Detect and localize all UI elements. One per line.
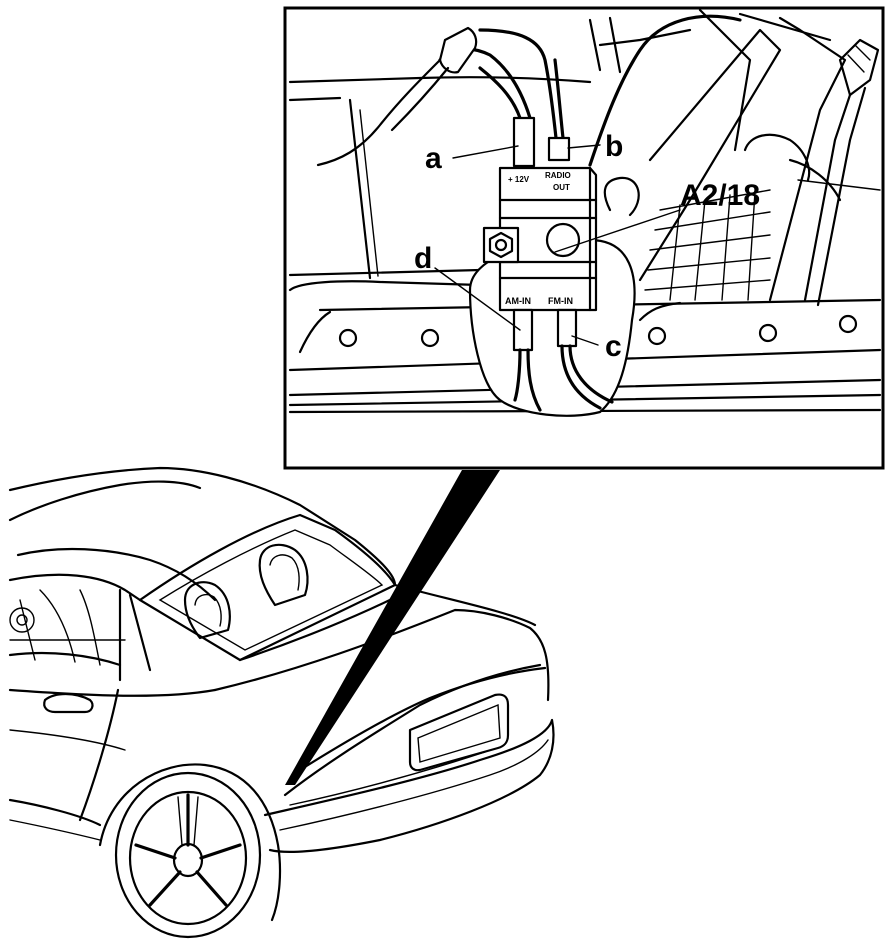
callout-b: b xyxy=(605,130,623,163)
callout-d: d xyxy=(414,242,432,275)
module-label-fm-in: FM-IN xyxy=(548,296,573,306)
detail-inset: + 12V RADIO OUT AM-IN FM-IN a b c d A2/1… xyxy=(283,6,885,470)
leader-d xyxy=(434,267,521,331)
module-a2-18: + 12V RADIO OUT AM-IN FM-IN xyxy=(482,166,598,312)
leader-c xyxy=(571,335,599,346)
callout-a2-18: A2/18 xyxy=(680,179,760,212)
module-label-12v: + 12V xyxy=(508,175,530,184)
car-illustration xyxy=(8,466,555,939)
module-label-am-in: AM-IN xyxy=(505,296,531,306)
module-label-out: OUT xyxy=(553,183,570,192)
leader-b xyxy=(567,144,601,149)
detail-pointer xyxy=(285,470,500,785)
module-label-radio: RADIO xyxy=(545,171,571,180)
leader-a2-18 xyxy=(554,209,681,253)
callout-a: a xyxy=(425,142,442,175)
leader-a xyxy=(452,145,519,159)
callout-c: c xyxy=(605,330,622,363)
